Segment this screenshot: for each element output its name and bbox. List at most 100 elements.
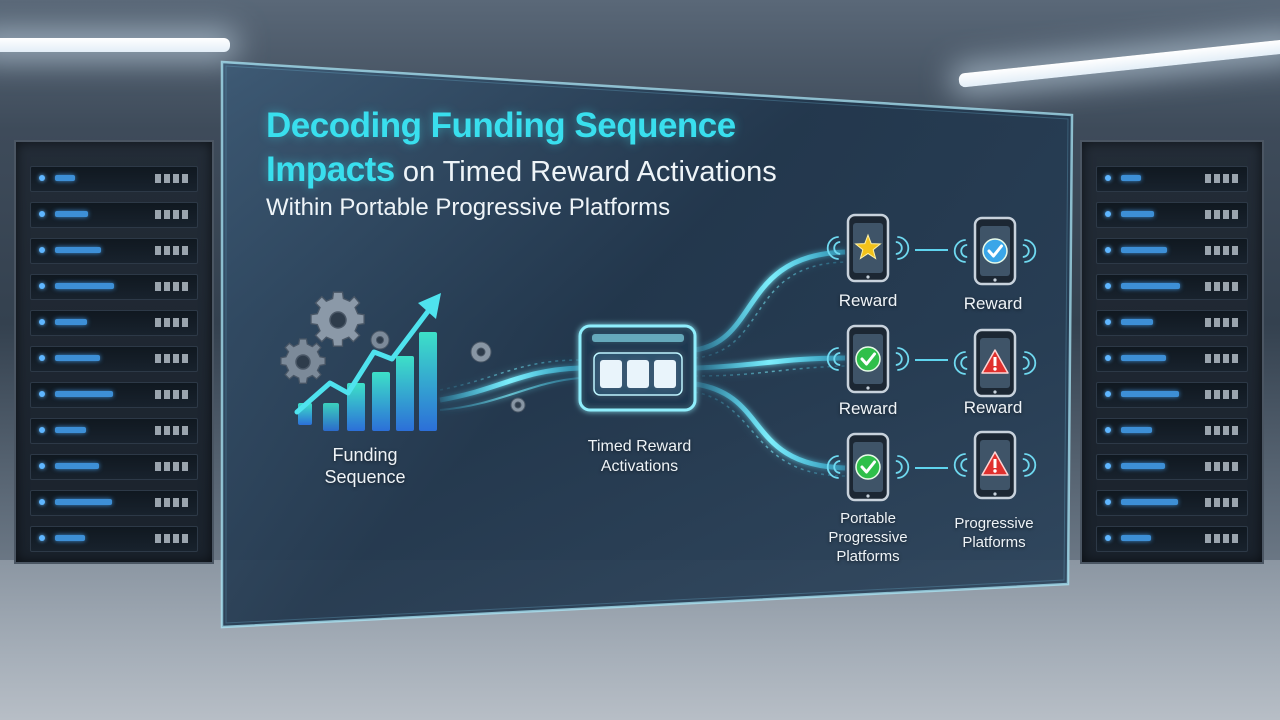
rack-bar xyxy=(1121,499,1178,505)
signal-waves-icon xyxy=(826,347,910,371)
rack-unit xyxy=(1096,382,1248,408)
rack-vent xyxy=(1205,318,1239,327)
check-icon xyxy=(855,346,881,372)
warning-icon xyxy=(981,451,1009,476)
rack-bar xyxy=(55,463,99,469)
signal-waves-icon xyxy=(953,351,1037,375)
signal-waves-icon xyxy=(826,455,910,479)
rack-unit xyxy=(1096,454,1248,480)
phone-device xyxy=(826,324,910,394)
check-icon xyxy=(855,454,881,480)
phone-device xyxy=(826,432,910,502)
ceiling-light-left xyxy=(0,38,230,52)
rack-bar xyxy=(55,535,85,541)
rack-unit xyxy=(30,382,198,408)
rack-bar xyxy=(55,355,100,361)
device-label-4: Reward xyxy=(963,398,1023,417)
rack-bar xyxy=(1121,319,1153,325)
rack-unit xyxy=(1096,310,1248,336)
rack-vent xyxy=(1205,534,1239,543)
rack-led xyxy=(39,355,45,361)
rack-led xyxy=(1105,499,1111,505)
rack-bar xyxy=(55,247,101,253)
gear-icon xyxy=(370,330,390,350)
timed-reward-label: Timed Reward Activations xyxy=(587,438,692,475)
device-grid xyxy=(826,213,1037,502)
rack-led xyxy=(1105,175,1111,181)
device-label-6: Progressive Platforms xyxy=(954,515,1034,551)
title-line-2: Impacts on Timed Reward Activations xyxy=(266,150,777,190)
gear-icon xyxy=(280,338,326,384)
timed-reward-box xyxy=(578,324,697,412)
funding-sequence-label: Funding Sequence xyxy=(324,445,406,487)
rack-unit xyxy=(30,274,198,300)
rack-unit xyxy=(1096,490,1248,516)
device-label-5: Portable Progressive Platforms xyxy=(828,510,908,565)
server-rack-right xyxy=(1080,140,1264,564)
rack-led xyxy=(1105,391,1111,397)
rack-vent xyxy=(155,426,189,435)
rack-led xyxy=(39,391,45,397)
rack-unit xyxy=(1096,274,1248,300)
check-icon xyxy=(982,238,1008,264)
rack-bar xyxy=(1121,283,1180,289)
rack-led xyxy=(1105,463,1111,469)
rack-unit xyxy=(1096,418,1248,444)
rack-bar xyxy=(55,391,113,397)
rack-vent xyxy=(1205,246,1239,255)
signal-waves-icon xyxy=(953,453,1037,477)
rack-led xyxy=(39,463,45,469)
rack-led xyxy=(39,319,45,325)
device-connectors xyxy=(915,249,948,469)
title-highlight: Impacts xyxy=(266,150,395,189)
subtitle: Within Portable Progressive Platforms xyxy=(266,194,671,221)
rack-led xyxy=(39,175,45,181)
rack-led xyxy=(1105,355,1111,361)
phone-device xyxy=(953,328,1037,398)
rack-bar xyxy=(1121,427,1152,433)
device-label-1: Reward xyxy=(838,291,898,310)
rack-led xyxy=(1105,535,1111,541)
rack-unit xyxy=(30,418,198,444)
rack-vent xyxy=(1205,174,1239,183)
rack-unit xyxy=(30,202,198,228)
rack-vent xyxy=(1205,282,1239,291)
signal-waves-icon xyxy=(953,239,1037,263)
rack-bar xyxy=(1121,535,1151,541)
title-line-1: Decoding Funding Sequence xyxy=(266,106,736,145)
rack-unit xyxy=(1096,202,1248,228)
gear-icon xyxy=(470,341,492,363)
rack-unit xyxy=(30,166,198,192)
rack-unit xyxy=(30,238,198,264)
rack-led xyxy=(39,535,45,541)
rack-led xyxy=(39,211,45,217)
funding-chart-icon xyxy=(294,293,441,431)
rack-vent xyxy=(155,282,189,291)
rack-unit xyxy=(1096,346,1248,372)
rack-bar xyxy=(1121,355,1166,361)
phone-device xyxy=(953,430,1037,500)
device-label-2: Reward xyxy=(963,294,1023,313)
rack-vent xyxy=(1205,462,1239,471)
device-label-3: Reward xyxy=(838,399,898,418)
rack-vent xyxy=(155,210,189,219)
rack-bar xyxy=(1121,211,1154,217)
rack-unit xyxy=(30,346,198,372)
rack-vent xyxy=(155,174,189,183)
star-icon xyxy=(854,233,882,260)
rack-led xyxy=(39,283,45,289)
rack-bar xyxy=(1121,247,1167,253)
rack-led xyxy=(1105,247,1111,253)
server-rack-left xyxy=(14,140,214,564)
gear-icon xyxy=(310,291,365,347)
rack-bar xyxy=(55,499,112,505)
rack-vent xyxy=(155,534,189,543)
rack-vent xyxy=(155,390,189,399)
data-stream-right xyxy=(694,249,846,477)
rack-led xyxy=(39,427,45,433)
rack-bar xyxy=(1121,175,1141,181)
rack-unit xyxy=(1096,526,1248,552)
rack-bar xyxy=(55,283,114,289)
rack-led xyxy=(1105,283,1111,289)
